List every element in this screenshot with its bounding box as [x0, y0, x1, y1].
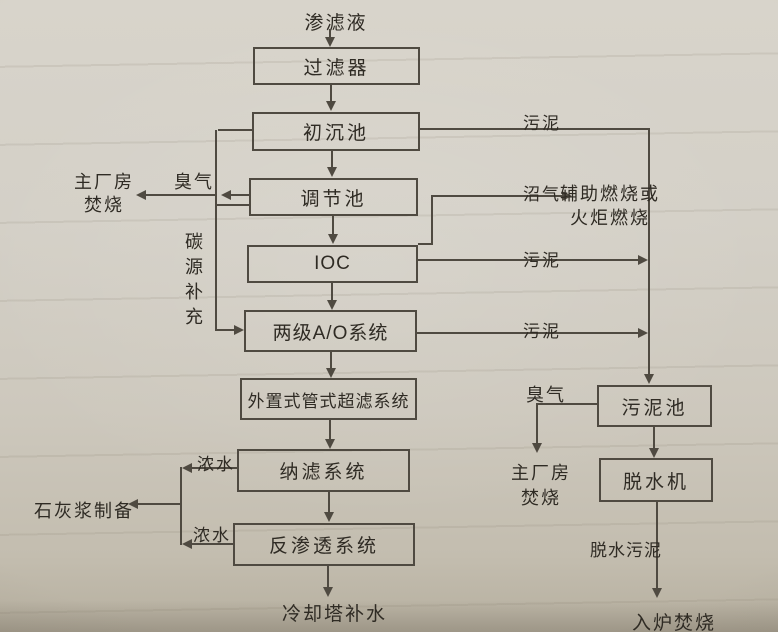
- label-sludge-ao: 污泥: [523, 322, 561, 341]
- node-dewaterer: 脱水机: [599, 458, 713, 502]
- line-ao-uf: [330, 352, 332, 369]
- line-odor-main-plant: [146, 194, 217, 196]
- line-sludgepool-odor-drop: [536, 403, 538, 444]
- node-reverse-osmosis: 反渗透系统: [233, 523, 415, 566]
- node-nanofiltration: 纳滤系统: [237, 449, 410, 492]
- label-concentrate-ro: 浓水: [193, 526, 231, 545]
- line-ioc-sludge: [418, 259, 638, 261]
- arrow-ro-concentrate: [182, 539, 192, 549]
- node-equalization: 调节池: [249, 178, 418, 216]
- line-equalization-odor: [231, 194, 249, 196]
- line-sludgepool-odor: [538, 403, 598, 405]
- arrow-ao-sludge: [638, 328, 648, 338]
- node-filter: 过滤器: [253, 47, 420, 85]
- arrow-ro-cooling: [323, 587, 333, 597]
- label-main-plant-incineration-right: 主厂房 焚烧: [504, 461, 578, 511]
- line-primary-equalization: [331, 151, 333, 168]
- arrow-concentrate-lime: [128, 499, 138, 509]
- label-main-plant-incineration-left: 主厂房 焚烧: [66, 171, 142, 217]
- line-nf-ro: [328, 492, 330, 513]
- line-odor-carbon-riser: [215, 130, 217, 331]
- label-odor-left: 臭气: [174, 172, 214, 192]
- arrow-sludgepool-odor: [532, 443, 542, 453]
- line-ao-sludge: [417, 332, 638, 334]
- label-concentrate-nf: 浓水: [197, 455, 235, 474]
- label-main-plant-right-line2: 焚烧: [521, 488, 561, 508]
- arrow-influent-filter: [325, 37, 335, 47]
- node-two-stage-ao: 两级A/O系统: [244, 310, 417, 352]
- label-sludge-ioc: 污泥: [523, 251, 561, 270]
- line-primary-sludge: [420, 128, 650, 130]
- arrow-nf-concentrate: [182, 463, 192, 473]
- label-sludge-primary: 污泥: [523, 114, 561, 133]
- line-carbon-ao: [217, 329, 235, 331]
- line-sludgepool-dewaterer: [653, 427, 655, 449]
- label-cooling-tower-makeup: 冷却塔补水: [282, 604, 388, 625]
- label-influent: 渗滤液: [304, 13, 368, 34]
- node-sludge-pool: 污泥池: [597, 385, 712, 427]
- line-dewaterer-furnace: [656, 502, 658, 589]
- label-main-plant-left-line2: 焚烧: [84, 195, 124, 215]
- label-odor-right: 臭气: [526, 385, 566, 405]
- line-uf-nf: [329, 420, 331, 440]
- node-primary-sedimentation: 初沉池: [252, 112, 420, 151]
- line-ro-concentrate: [192, 543, 233, 545]
- label-aux-combustion: 辅助燃烧或 火炬燃烧: [560, 182, 660, 230]
- label-main-plant-right-line1: 主厂房: [511, 463, 571, 483]
- label-furnace-incineration: 入炉焚烧: [631, 613, 716, 632]
- arrow-odor-main-plant: [136, 190, 146, 200]
- arrow-ioc-ao: [327, 300, 337, 310]
- arrow-equalization-odor: [221, 190, 231, 200]
- label-biogas: 沼气: [523, 185, 561, 204]
- label-carbon-source: 碳源补充: [185, 232, 203, 327]
- arrow-uf-nf: [325, 439, 335, 449]
- arrow-filter-primary: [326, 101, 336, 111]
- line-equalization-carbon: [217, 204, 249, 206]
- arrow-dewaterer-furnace: [652, 588, 662, 598]
- line-filter-primary: [330, 85, 332, 102]
- arrow-nf-ro: [324, 512, 334, 522]
- arrow-primary-equalization: [327, 167, 337, 177]
- line-ro-cooling: [327, 566, 329, 588]
- label-dewatered-sludge: 脱水污泥: [590, 541, 662, 560]
- label-aux-combustion-line2: 火炬燃烧: [570, 208, 650, 228]
- line-ioc-ao: [331, 283, 333, 301]
- arrow-ioc-sludge: [638, 255, 648, 265]
- arrow-biogas: [562, 191, 572, 201]
- arrow-carbon-ao: [234, 325, 244, 335]
- line-equalization-ioc: [332, 216, 334, 235]
- node-ioc: IOC: [247, 245, 418, 283]
- line-biogas-riser: [431, 195, 433, 245]
- arrow-ao-uf: [326, 368, 336, 378]
- label-lime-slurry-prep: 石灰浆制备: [34, 501, 134, 521]
- node-tubular-uf: 外置式管式超滤系统: [240, 378, 417, 420]
- line-concentrate-lime: [138, 503, 182, 505]
- line-influent-filter: [329, 29, 331, 37]
- arrow-sludgepool-dewaterer: [649, 448, 659, 458]
- arrow-sludge-pool-in: [644, 374, 654, 384]
- line-sludge-collector: [648, 129, 650, 375]
- line-nf-concentrate: [192, 467, 237, 469]
- arrow-equalization-ioc: [328, 234, 338, 244]
- label-aux-combustion-line1: 辅助燃烧或: [560, 184, 660, 204]
- line-primary-odor: [218, 129, 252, 131]
- line-biogas: [432, 195, 562, 197]
- line-biogas-stub: [418, 243, 433, 245]
- line-concentrate-riser: [180, 467, 182, 545]
- label-main-plant-left-line1: 主厂房: [74, 172, 134, 192]
